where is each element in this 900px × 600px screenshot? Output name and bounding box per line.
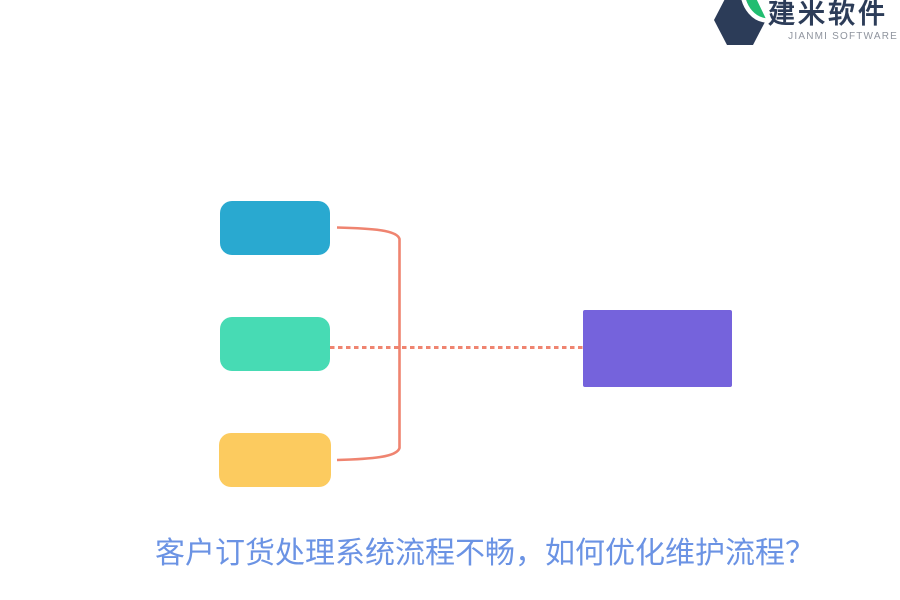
bracket-connector-line [336, 226, 401, 462]
node-right [583, 310, 732, 387]
jianmi-logo: 建米软件 JIANMI SOFTWARE [714, 0, 900, 50]
logo-leaf-shape [746, 0, 766, 20]
node-top-left [220, 201, 330, 255]
logo-swoosh-shape [741, 0, 766, 23]
logo-subtitle-en: JIANMI SOFTWARE [788, 31, 898, 42]
logo-text-block: 建米软件 JIANMI SOFTWARE [768, 0, 898, 42]
logo-title-cn: 建米软件 [768, 0, 888, 29]
caption-text: 客户订货处理系统流程不畅，如何优化维护流程？ [155, 537, 815, 570]
node-middle-left [220, 317, 330, 371]
jianmi-logo-icon [714, 0, 766, 45]
node-bottom-left [219, 433, 331, 487]
